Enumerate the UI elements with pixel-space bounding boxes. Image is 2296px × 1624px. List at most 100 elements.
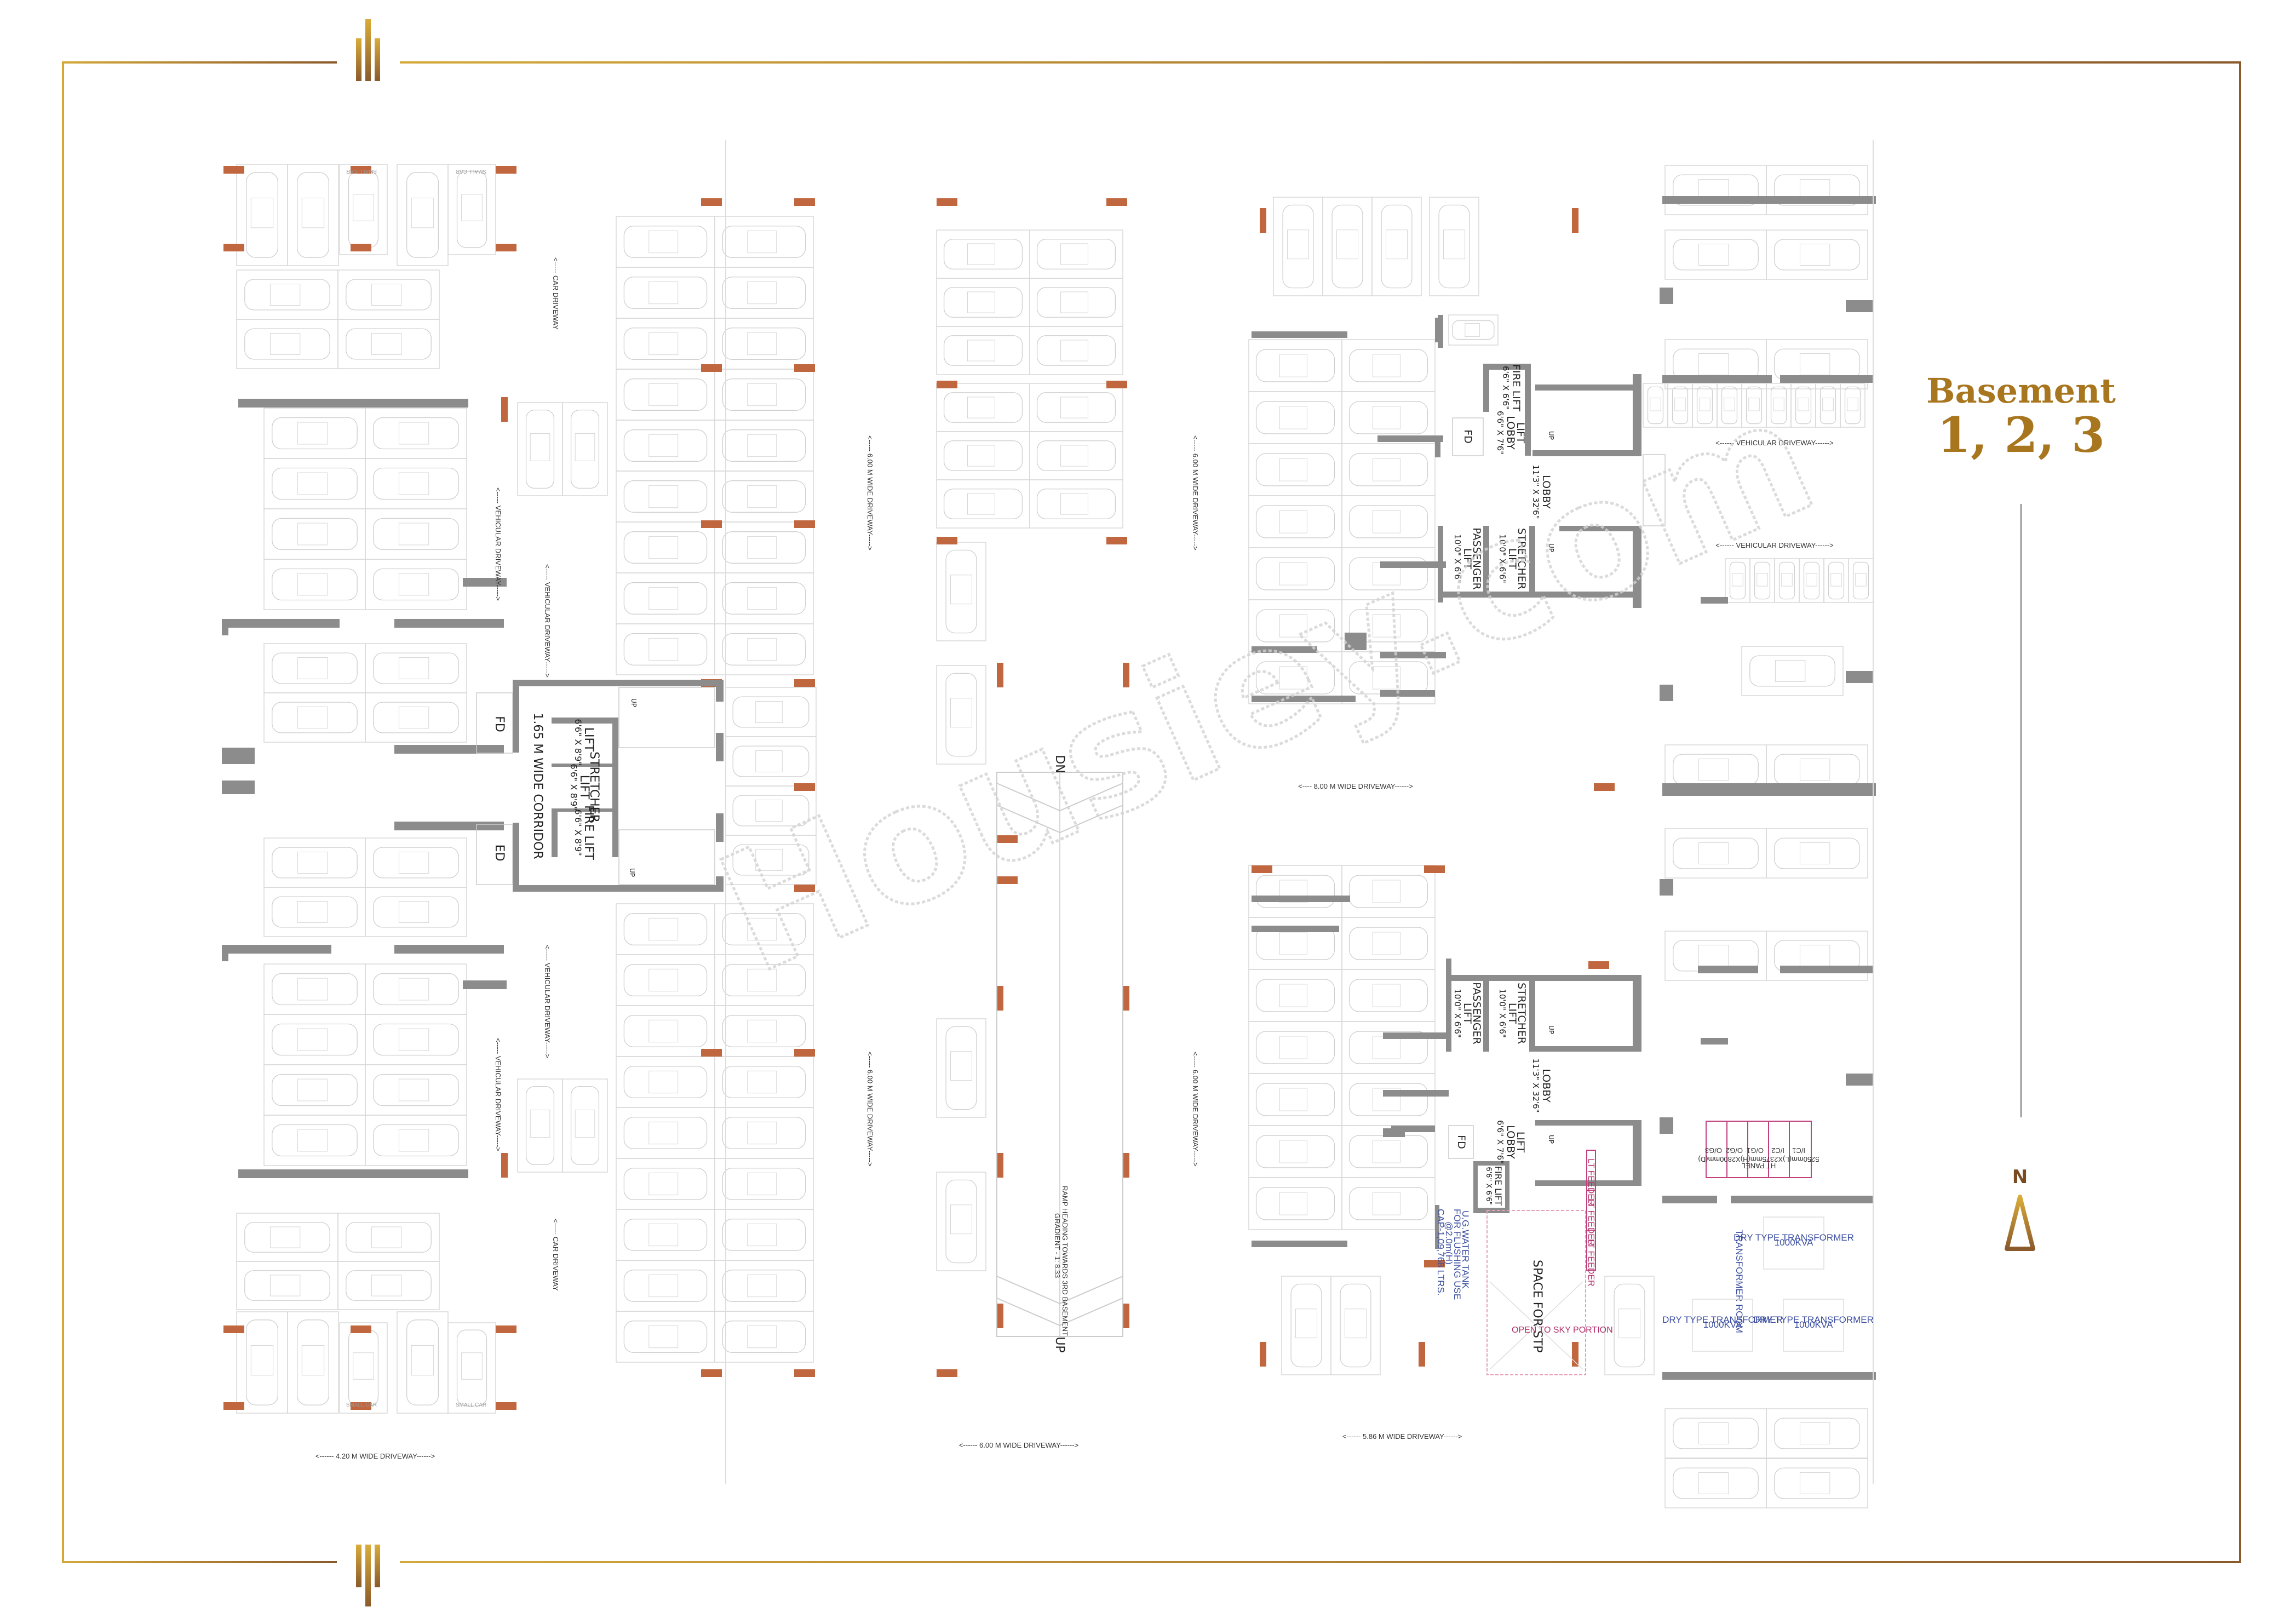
car-icon [1255,1083,1335,1116]
stall-outline [1664,165,1767,215]
stall-outline [337,1261,440,1310]
parking-stall [337,1261,440,1310]
car-roof-icon [269,332,301,355]
car-icon [1614,1283,1645,1368]
small-car-label: SMALL CAR [456,1402,486,1408]
car-icon [1036,440,1116,471]
car-roof-icon [398,1078,429,1101]
column [1123,1153,1129,1178]
car-roof-icon [1279,984,1307,1007]
stall-outline [1766,931,1868,981]
stall-outline [1029,326,1123,375]
stall-outline [337,269,440,320]
parking-stall [714,1311,814,1363]
car-roof-icon [967,243,995,265]
car-roof-icon [297,422,328,445]
car-icon [525,409,555,489]
car-icon [373,1023,459,1056]
car-roof-icon [1287,229,1310,260]
car-roof-icon [755,799,783,822]
parking-stall [1815,383,1841,428]
car-roof-icon [1698,1422,1729,1445]
car-icon [722,633,806,665]
lift-lobby-size: 6'6" X 7'6" [1495,1120,1505,1164]
driveway-label: <------ 5.86 M WIDE DRIVEWAY------> [1342,1432,1462,1441]
car-icon [722,1015,806,1047]
car-icon [246,1319,278,1405]
ed-label: ED [492,845,506,862]
parking-stall [936,278,1030,327]
car-roof-icon [297,900,328,923]
car-roof-icon [1698,944,1729,967]
car-icon [373,847,459,879]
parking-stall [365,559,467,610]
stair-up-label: UP [1547,543,1555,552]
car-icon [623,1168,708,1200]
parking-stall [936,229,1030,279]
car-icon [456,1329,487,1407]
lt-feeder-label: LT FEEDER [1586,1239,1595,1287]
wall-segment [1377,435,1443,442]
stall-outline [1248,443,1342,496]
car-roof-icon [461,1352,483,1380]
parking-stall [616,1209,715,1261]
core-right-top: FIRE LIFT 6'6" X 6'6" LIFT LOBBY 6'6" X … [1435,318,1666,608]
stall-outline [365,1115,467,1166]
lobby-size: 11'3" X 32'6" [1531,1058,1541,1112]
transformer-room-label: TRANSFORMER ROOM [1734,1230,1744,1333]
parking-stall [1664,1408,1767,1459]
stretcher-lift-label-2: LIFT [1506,1003,1518,1024]
stall-outline [1248,1021,1342,1074]
car-icon [272,847,358,879]
stall-outline [936,542,986,641]
car-icon [570,1086,600,1166]
car-roof-icon [1775,659,1806,682]
car-roof-icon [747,1274,777,1298]
car-icon [722,429,806,462]
car-icon [272,518,358,550]
stall-outline [365,559,467,610]
car-icon [1774,174,1860,206]
parking-stall [365,887,467,937]
driveway-labels: <----- CAR DRIVEWAY <----- CAR DRIVEWAY … [315,257,1834,1460]
car-roof-icon [398,1028,429,1051]
car-icon [623,531,708,564]
wall-segment [1380,561,1446,568]
car-roof-icon [1372,614,1400,638]
driveway-label: <----- VEHICULAR DRIVEWAY-----> [494,1038,502,1151]
car-icon [623,964,708,996]
wall-segment [1698,966,1758,973]
transformer-rating: 1000KVA [1794,1319,1833,1330]
car-icon [1348,875,1428,908]
stall-outline [936,383,1030,432]
car-roof-icon [1336,229,1359,260]
car-roof-icon [1372,510,1400,533]
car-icon [623,1321,708,1353]
car-roof-icon [1279,1088,1307,1111]
stall-outline [263,458,366,509]
stall-outline [1823,558,1849,603]
car-roof-icon [950,698,973,728]
car-roof-icon [1847,398,1858,411]
car-icon [272,1124,358,1157]
car-icon [722,480,806,513]
ht-panel-label: HT PANEL [1742,1162,1776,1170]
car-roof-icon [398,523,429,546]
wall-segment [1780,375,1873,383]
car-roof-icon [1855,573,1867,587]
car-icon [272,973,358,1006]
car-icon [943,287,1023,318]
car-icon [272,652,358,684]
car-icon [1749,655,1835,687]
car-roof-icon [1799,758,1830,781]
car-roof-icon [648,332,679,355]
car-roof-icon [297,851,328,874]
parking-stall [714,267,814,319]
parking-stall [397,164,449,266]
parking-stall [236,1261,338,1310]
column [794,364,815,372]
lift-size: 6'6" X 8'9" [573,719,583,765]
wall-segment [1252,696,1356,702]
car-roof-icon [747,1070,777,1094]
stall-outline [714,623,814,675]
